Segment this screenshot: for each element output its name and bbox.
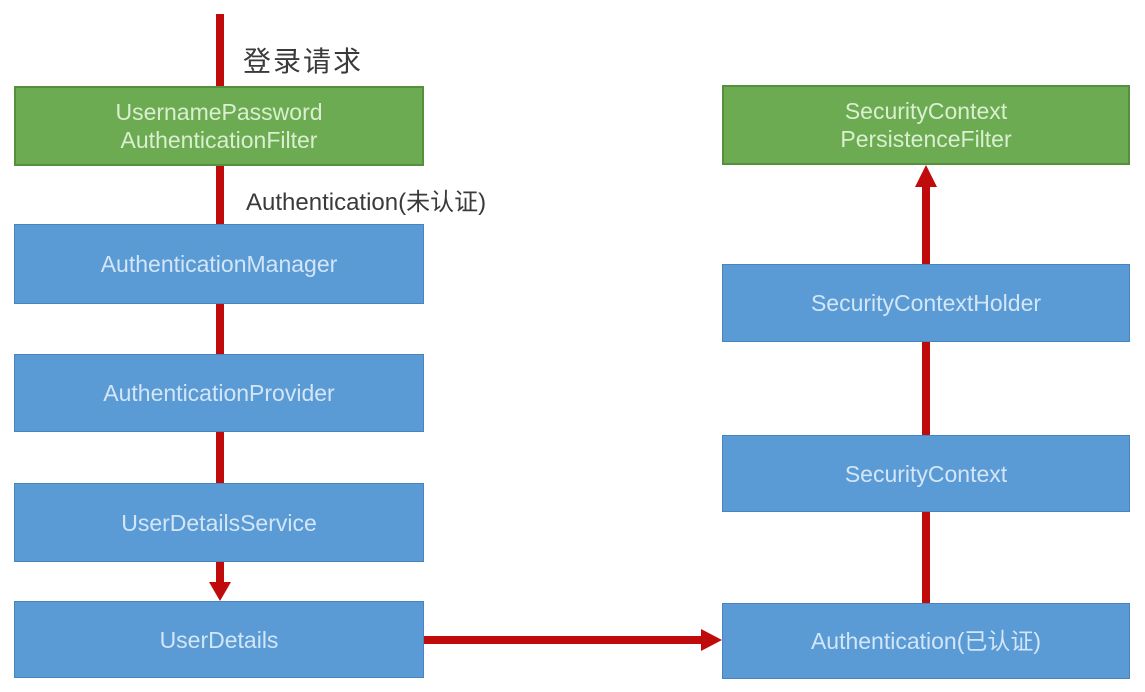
node-security-context: SecurityContext	[722, 435, 1130, 512]
login-request-label: 登录请求	[243, 45, 364, 78]
authentication-unauthenticated-label: Authentication(未认证)	[246, 189, 487, 216]
connector-holder-to-context-line	[922, 342, 930, 435]
node-username-password-authentication-filter: UsernamePassword AuthenticationFilter	[14, 86, 424, 166]
connector-details-to-authentication-line	[423, 636, 701, 644]
node-label: AuthenticationProvider	[103, 380, 335, 406]
node-authentication-provider: AuthenticationProvider	[14, 354, 424, 432]
node-authentication-manager: AuthenticationManager	[14, 224, 424, 304]
node-label: UserDetailsService	[121, 509, 317, 536]
connector-manager-to-provider-line	[216, 304, 224, 354]
arrowhead-up-icon	[915, 165, 937, 187]
connector-provider-to-service-line	[216, 432, 224, 483]
node-security-context-persistence-filter: SecurityContext PersistenceFilter	[722, 85, 1130, 165]
node-label-line2: PersistenceFilter	[840, 126, 1012, 152]
node-label: UserDetails	[159, 626, 279, 653]
node-label: Authentication(已认证)	[810, 628, 1042, 654]
connector-filter-to-manager-line	[216, 166, 224, 224]
arrowhead-right-icon	[701, 629, 722, 651]
arrowhead-down-icon	[209, 582, 231, 601]
node-authentication-authenticated: Authentication(已认证)	[722, 603, 1130, 679]
node-user-details: UserDetails	[14, 601, 424, 678]
node-label-line1: SecurityContext	[844, 98, 1008, 124]
node-security-context-holder: SecurityContextHolder	[722, 264, 1130, 342]
node-label: SecurityContext	[844, 460, 1008, 487]
node-label-line1: UsernamePassword	[115, 99, 323, 125]
connector-context-to-authentication-line	[922, 512, 930, 603]
connector-service-to-details-line	[216, 562, 224, 583]
connector-holder-to-filter-line	[922, 186, 930, 264]
node-label-line2: AuthenticationFilter	[120, 127, 318, 153]
connector-login-request-line	[216, 14, 224, 86]
node-label: AuthenticationManager	[100, 251, 338, 277]
node-user-details-service: UserDetailsService	[14, 483, 424, 562]
node-label: SecurityContextHolder	[810, 290, 1042, 316]
